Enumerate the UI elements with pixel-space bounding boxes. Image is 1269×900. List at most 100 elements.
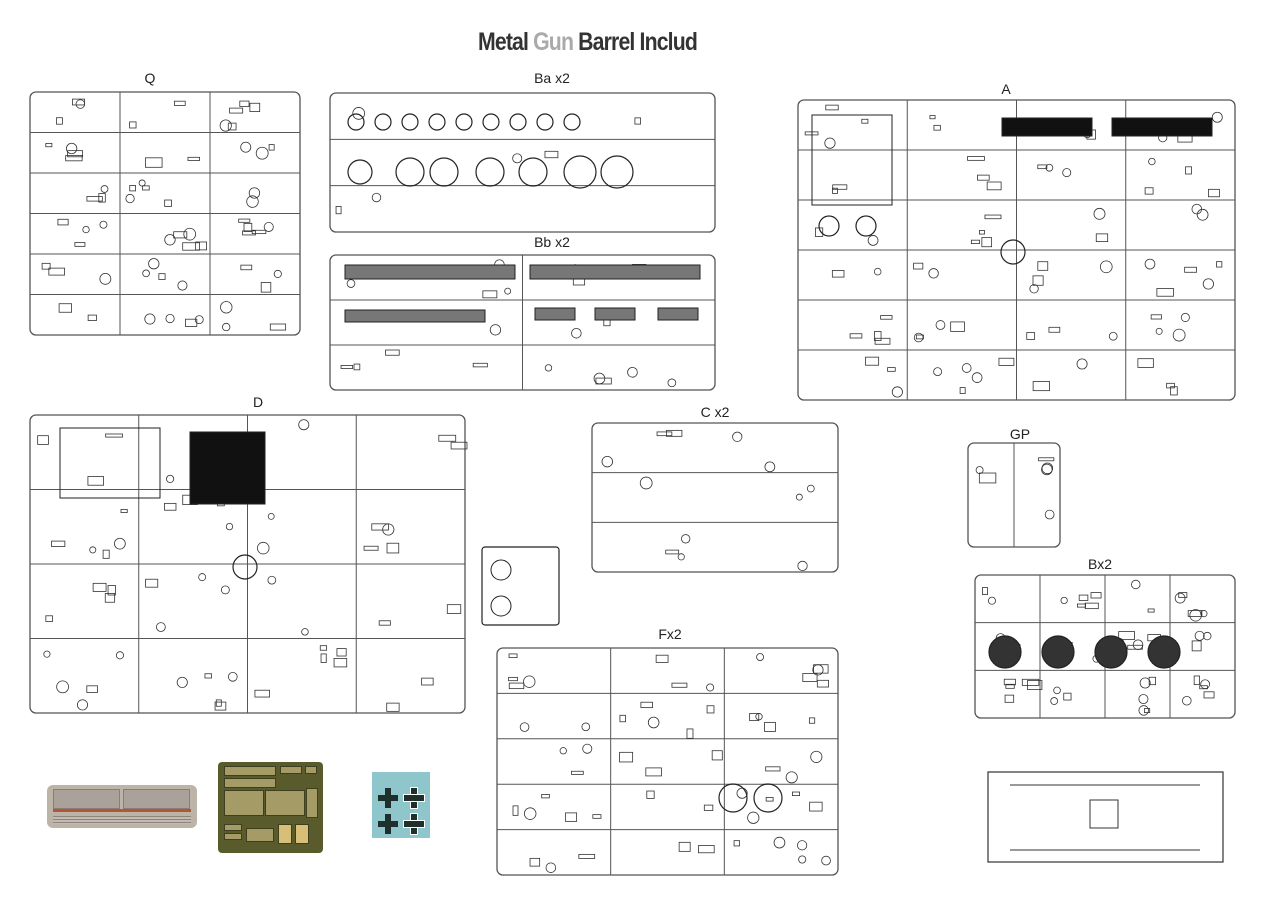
sprue-part <box>255 146 269 160</box>
sprue-part <box>967 156 985 161</box>
sprue-label-q: Q <box>144 70 156 86</box>
sprue-part <box>238 218 251 223</box>
sprue-part <box>619 751 634 763</box>
sprue-part <box>176 676 188 688</box>
decal-sheet <box>372 772 430 838</box>
sprue-part <box>320 653 327 663</box>
sprue-part <box>874 337 891 345</box>
sprue-part <box>765 797 774 802</box>
hull-part <box>59 427 161 499</box>
sprue-part <box>593 372 606 385</box>
sprue-part <box>87 314 97 321</box>
sprue-part <box>107 585 116 596</box>
road-wheel <box>818 215 840 237</box>
sprue-part <box>187 156 201 161</box>
sprue-part <box>1132 639 1144 650</box>
sprue-part <box>508 653 518 659</box>
sprue-part <box>1170 386 1178 396</box>
road-wheel <box>1094 635 1128 669</box>
sprue-part <box>1200 610 1208 618</box>
sprue-part <box>1155 327 1163 335</box>
sprue-part <box>913 332 924 343</box>
sprue-part <box>655 654 669 663</box>
sprue-part <box>156 622 166 632</box>
sprue-part <box>1144 187 1154 195</box>
balkenkreuz-icon <box>378 814 398 834</box>
sprue-part <box>986 181 1002 191</box>
sprue-part <box>795 493 803 501</box>
sprue-part <box>1138 705 1149 716</box>
sprue-part <box>1172 328 1186 342</box>
road-wheel <box>855 215 877 237</box>
sprue-part <box>1029 284 1039 294</box>
sprue-part <box>935 320 946 330</box>
sprue-part <box>204 673 212 679</box>
sprue-part <box>227 672 238 682</box>
sprue-part <box>115 651 124 660</box>
sprue-label-f: Fx2 <box>658 626 682 642</box>
sprue-part <box>129 185 136 192</box>
sprue-part <box>194 315 204 325</box>
sprue-part <box>378 620 391 626</box>
sprue-part <box>100 185 109 193</box>
sprue-part <box>619 714 626 723</box>
sprue-part <box>891 386 903 398</box>
sprue-part <box>977 174 990 181</box>
sprue-part <box>86 196 103 202</box>
hull-part <box>811 114 893 206</box>
sprue-part <box>254 689 270 698</box>
sprue-part <box>446 604 462 614</box>
sprue-part <box>813 664 829 674</box>
sprue-label-b: Bx2 <box>1087 556 1113 572</box>
sprue-part <box>1099 260 1113 274</box>
sprue-part <box>215 699 222 707</box>
hull-part <box>189 431 266 505</box>
sprue-part <box>148 258 160 270</box>
road-wheel <box>536 113 554 131</box>
sprue-part <box>1147 608 1155 613</box>
hull-rear-plate <box>481 546 560 626</box>
sprue-part <box>165 313 175 324</box>
sprue-part <box>981 237 993 248</box>
sprue-part <box>634 117 641 125</box>
sprue-part <box>1063 692 1072 701</box>
sprue-part <box>1187 610 1203 617</box>
sprue-part <box>678 841 691 852</box>
sprue-part <box>450 441 468 450</box>
sprue-part <box>1180 312 1190 322</box>
sprue-label-bb: Bb x2 <box>534 234 570 250</box>
road-wheel <box>1000 239 1026 265</box>
sprue-part <box>666 429 683 437</box>
sprue-part <box>249 102 261 112</box>
sprue-part <box>301 628 309 636</box>
sprue-part <box>1005 683 1015 689</box>
sprue-part <box>785 771 798 784</box>
sprue-part <box>138 179 146 187</box>
sprue-part <box>1032 275 1044 286</box>
sprue-part <box>915 334 924 340</box>
sprue-part <box>92 582 107 592</box>
sprue-part <box>371 523 389 531</box>
sprue-part <box>489 324 502 336</box>
sprue-part <box>1041 463 1053 476</box>
sprue-part <box>1203 691 1215 699</box>
hull-part <box>344 309 486 323</box>
sprue-part <box>1148 157 1156 166</box>
sprue-part <box>646 790 655 799</box>
sprue-part <box>1191 640 1202 652</box>
sprue-part <box>1048 326 1061 333</box>
sprue-part <box>257 541 270 555</box>
sprue-part <box>48 267 65 276</box>
road-wheel <box>563 113 581 131</box>
sprue-part <box>1003 678 1016 686</box>
sprue-part <box>352 107 366 120</box>
hull-part <box>594 307 636 321</box>
sprue-part <box>1200 679 1210 690</box>
sprue-part <box>978 472 997 484</box>
road-wheel <box>401 113 419 131</box>
sprue-part <box>220 585 230 595</box>
sprue-part <box>1037 164 1048 170</box>
sprue-part <box>173 231 188 239</box>
sprue-frame-c <box>591 422 839 573</box>
sprue-part <box>145 578 159 588</box>
